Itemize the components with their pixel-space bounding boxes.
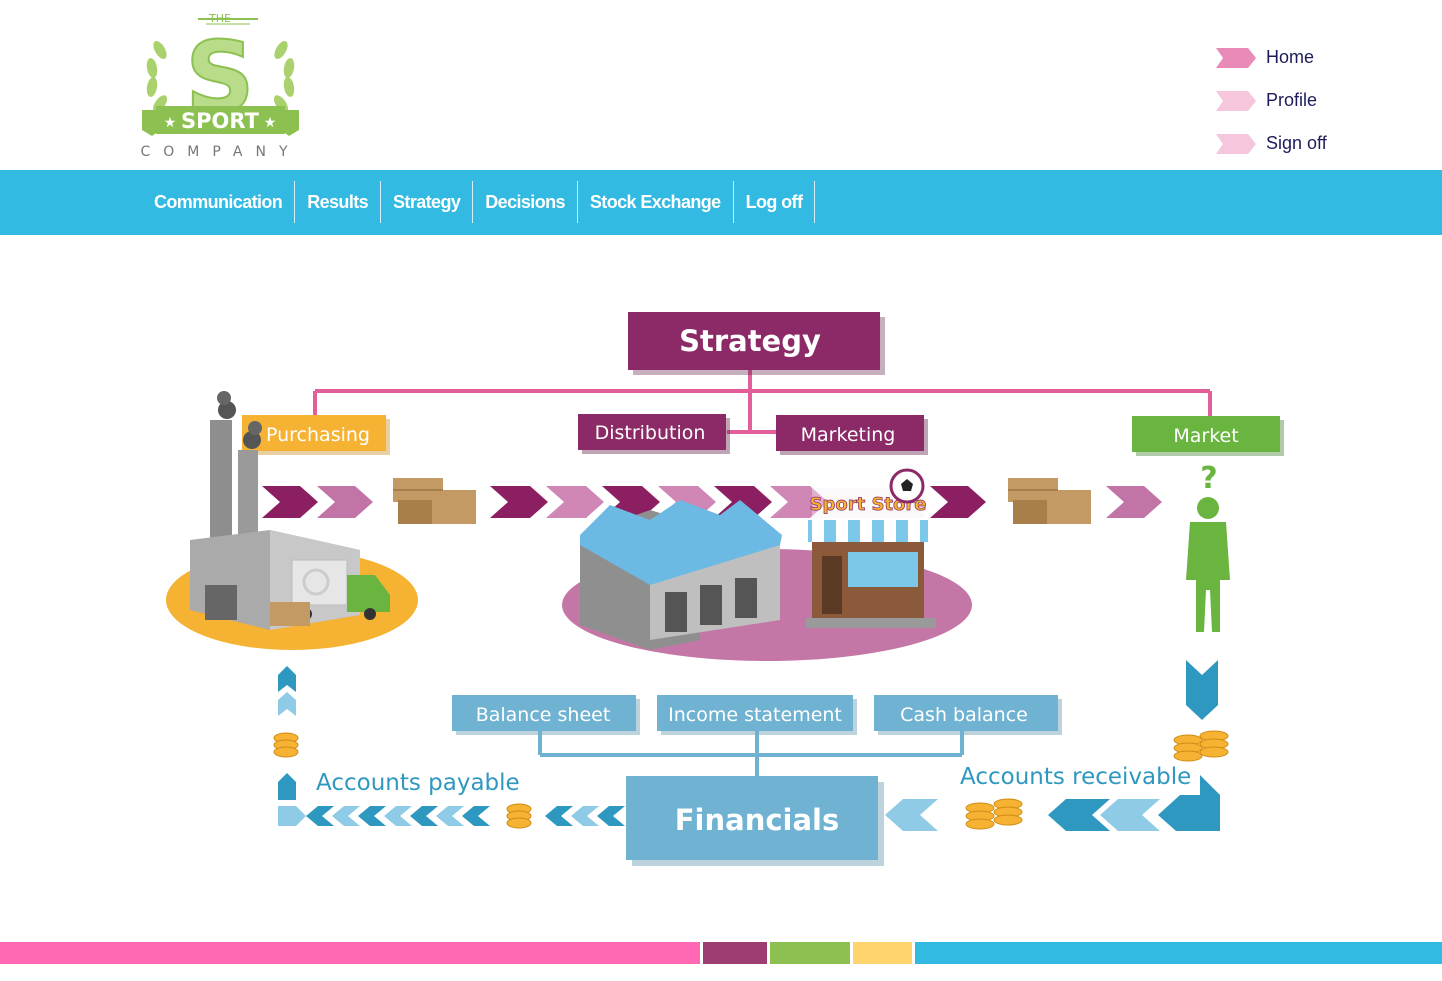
purchasing-box (242, 415, 386, 451)
question-mark: ? (1200, 461, 1217, 496)
distribution-label: Distribution (595, 422, 706, 444)
store-icon: Sport Store (806, 488, 936, 628)
svg-text:THE: THE (208, 12, 231, 25)
truck-icon (270, 559, 390, 626)
accounts-payable-label: Accounts payable (316, 770, 520, 796)
arrow-icon (1216, 47, 1256, 68)
nav-sign-off-label: Sign off (1266, 133, 1327, 153)
marketing-label: Marketing (801, 424, 896, 446)
balance-sheet-box (452, 695, 636, 731)
down-arrow (1186, 660, 1218, 720)
market-box (1132, 416, 1280, 452)
footer-segment-purple (703, 942, 767, 964)
footer-segment-green (770, 942, 850, 964)
coins-icon (273, 732, 299, 758)
laurel-logo-icon: THE S SPORT ★ ★ (142, 12, 299, 136)
menu-stock-exchange[interactable]: Stock Exchange (578, 181, 734, 223)
cash-balance-box (874, 695, 1058, 731)
top-nav: Home Profile Sign off (1216, 36, 1416, 165)
menu-strategy[interactable]: Strategy (381, 181, 474, 223)
box-icon (1008, 478, 1091, 524)
strategy-label: Strategy (679, 324, 821, 358)
arrow-icon (1216, 90, 1256, 111)
menu-log-off[interactable]: Log off (734, 181, 816, 223)
coins-icon (1173, 730, 1229, 762)
up-arrows-left (278, 666, 296, 800)
purchasing-label: Purchasing (266, 424, 370, 446)
payable-chevrons (278, 806, 625, 826)
distribution-box (578, 414, 726, 450)
main-menu-bar: Communication Results Strategy Decisions… (0, 170, 1442, 235)
income-statement-box (657, 695, 853, 731)
nav-profile-label: Profile (1266, 90, 1318, 110)
soccer-ball-icon (889, 468, 925, 504)
cash-balance-label: Cash balance (900, 704, 1028, 726)
nav-home-label: Home (1266, 47, 1315, 67)
balance-sheet-label: Balance sheet (476, 704, 611, 726)
nav-home[interactable]: Home (1216, 36, 1416, 79)
main-menu: Communication Results Strategy Decisions… (142, 181, 816, 223)
svg-text:★: ★ (164, 114, 177, 130)
nav-profile[interactable]: Profile (1216, 79, 1416, 122)
coins-icon (965, 798, 1023, 830)
svg-text:★: ★ (264, 114, 277, 130)
market-label: Market (1173, 425, 1238, 447)
footer-segment-pink (0, 942, 700, 964)
svg-text:SPORT: SPORT (181, 109, 260, 133)
logo-company-text: COMPANY (140, 144, 301, 160)
accounts-receivable-label: Accounts receivable (960, 764, 1191, 790)
marketing-box (776, 415, 924, 451)
menu-communication[interactable]: Communication (142, 181, 296, 223)
income-statement-label: Income statement (668, 704, 842, 726)
footer-segment-yellow (853, 942, 912, 964)
footer-segment-blue (915, 942, 1442, 964)
menu-decisions[interactable]: Decisions (473, 181, 578, 223)
coins-icon (506, 803, 532, 829)
nav-sign-off[interactable]: Sign off (1216, 122, 1416, 165)
box-icon (393, 478, 476, 524)
menu-results[interactable]: Results (295, 181, 382, 223)
company-logo[interactable]: THE S SPORT ★ ★ COMPANY (138, 10, 303, 162)
person-icon (1186, 497, 1230, 632)
strategy-diagram: Strategy Purchasing Distribution Marketi… (166, 312, 1284, 866)
warehouse-icon (580, 500, 782, 650)
receivable-chevrons (885, 775, 1220, 831)
arrow-icon (1216, 133, 1256, 154)
footer-color-stripe (0, 942, 1442, 964)
financials-label: Financials (675, 803, 840, 837)
strategy-box (628, 312, 880, 370)
financials-box (626, 776, 878, 860)
